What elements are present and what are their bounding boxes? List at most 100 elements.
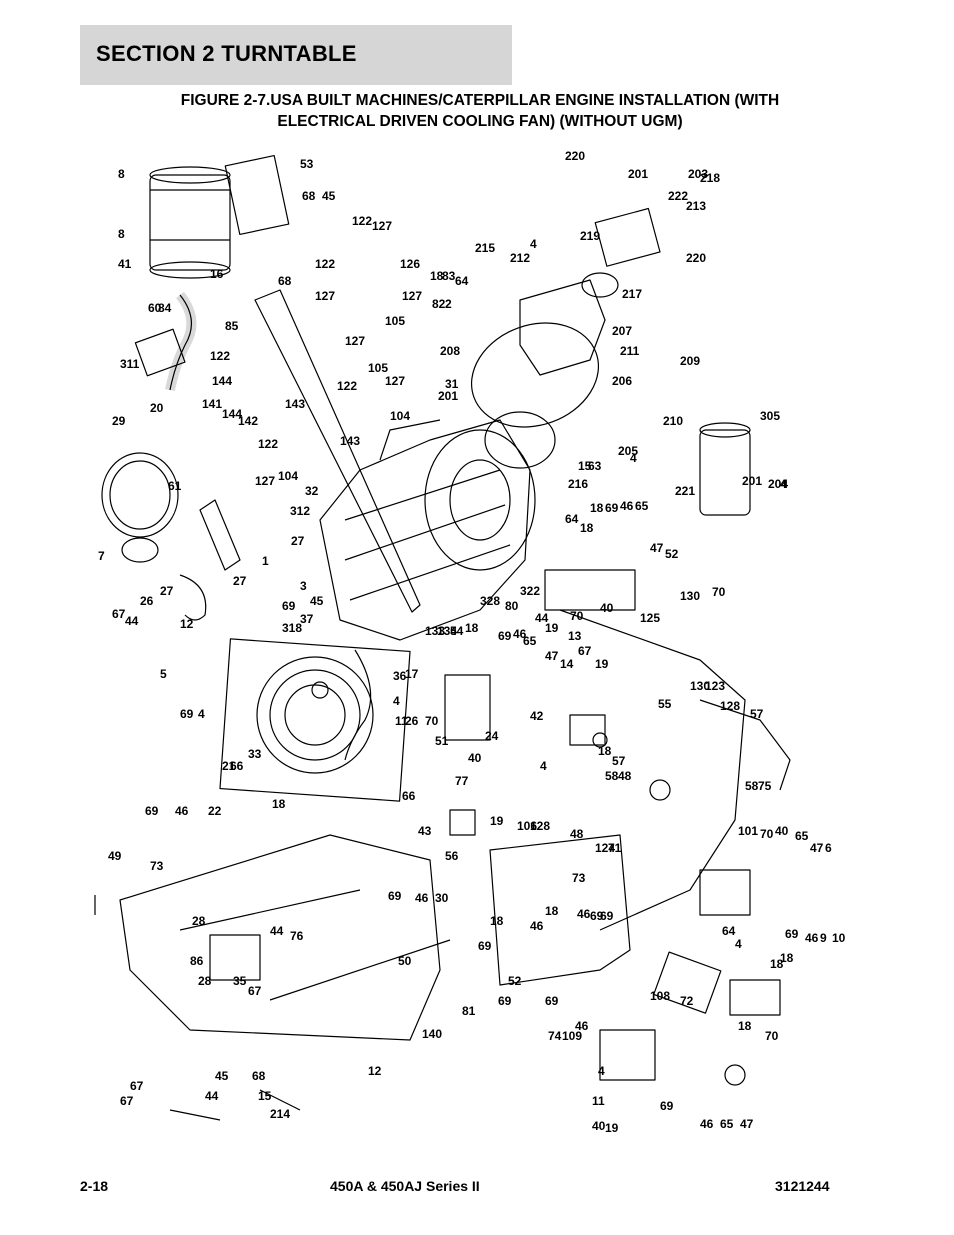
- callout: 69: [145, 804, 159, 818]
- callout: 122: [315, 257, 335, 271]
- callout: 64: [565, 512, 579, 526]
- callout: 144: [212, 374, 232, 388]
- callout: 53: [300, 157, 314, 171]
- figure-title-line-2: ELECTRICAL DRIVEN COOLING FAN) (WITHOUT …: [277, 113, 683, 130]
- callout: 19: [490, 814, 504, 828]
- callout: 106: [517, 819, 537, 833]
- callout: 19: [605, 1121, 619, 1135]
- callout: 217: [622, 287, 642, 301]
- callout: 209: [680, 354, 700, 368]
- callout: 40: [775, 824, 789, 838]
- callout: 104: [278, 469, 298, 483]
- callout: 210: [663, 414, 683, 428]
- callout: 143: [340, 434, 360, 448]
- callout: 46: [805, 931, 819, 945]
- callout: 10: [832, 931, 846, 945]
- callout: 9: [820, 931, 827, 945]
- callout: 220: [686, 251, 706, 265]
- callout: 11: [592, 1094, 605, 1108]
- callout: 46: [415, 891, 429, 905]
- callout: 144: [222, 407, 242, 421]
- callout: 101: [738, 824, 758, 838]
- callout: 201: [438, 389, 458, 403]
- figure-title-line-1: FIGURE 2-7.USA BUILT MACHINES/CATERPILLA…: [180, 92, 780, 109]
- callout: 104: [390, 409, 410, 423]
- callout: 328: [480, 594, 500, 608]
- callout: 109: [562, 1029, 582, 1043]
- footer-page-number: 2-18: [80, 1178, 109, 1194]
- callout: 57: [750, 707, 764, 721]
- callout: 4: [530, 237, 537, 251]
- footer-model: 450A & 450AJ Series II: [330, 1178, 480, 1194]
- callout: 141: [202, 397, 222, 411]
- callout: 128: [720, 699, 740, 713]
- callout: 40: [600, 601, 614, 615]
- callout: 15: [578, 459, 592, 473]
- callout: 108: [650, 989, 670, 1003]
- callout: 86: [190, 954, 204, 968]
- callout: 204: [768, 477, 788, 491]
- callout: 69: [388, 889, 402, 903]
- callout: 55: [658, 697, 672, 711]
- callout: 56: [445, 849, 459, 863]
- callout: 127: [255, 474, 275, 488]
- callout: 214: [270, 1107, 290, 1121]
- callout: 29: [112, 414, 126, 428]
- callout: 127: [402, 289, 422, 303]
- callout: 18: [465, 621, 479, 635]
- callout: 46: [513, 627, 527, 641]
- callout: 201: [742, 474, 762, 488]
- callout: 68: [278, 274, 292, 288]
- callout: 207: [612, 324, 632, 338]
- callout: 81: [462, 1004, 476, 1018]
- callout: 43: [418, 824, 432, 838]
- figure-title: FIGURE 2-7.USA BUILT MACHINES/CATERPILLA…: [80, 90, 880, 132]
- callout: 127: [372, 219, 392, 233]
- callout: 222: [668, 189, 688, 203]
- callout: 21: [222, 759, 236, 773]
- callout: 83: [442, 269, 456, 283]
- callout: 69: [605, 501, 619, 515]
- callout: 205: [618, 444, 638, 458]
- callout: 67: [248, 984, 262, 998]
- callout: 312: [290, 504, 310, 518]
- callout: 18: [430, 269, 444, 283]
- callout: 44: [535, 611, 549, 625]
- diagram-artwork: [94, 154, 791, 1121]
- callout: 65: [795, 829, 809, 843]
- callout: 16: [210, 267, 224, 281]
- callout: 35: [233, 974, 247, 988]
- callout: 69: [498, 629, 512, 643]
- callout: 18: [580, 521, 594, 535]
- callout: 30: [435, 891, 449, 905]
- callout: 70: [765, 1029, 779, 1043]
- callout: 105: [368, 361, 388, 375]
- callout: 219: [580, 229, 600, 243]
- callout: 46: [620, 499, 634, 513]
- callout: 70: [760, 827, 774, 841]
- callout: 127: [315, 289, 335, 303]
- callout: 221: [675, 484, 695, 498]
- callout: 66: [230, 759, 244, 773]
- callout: 15: [258, 1089, 272, 1103]
- callout: 82: [432, 297, 446, 311]
- callout: 4: [540, 759, 547, 773]
- callout: 44: [270, 924, 284, 938]
- callout: 128: [530, 819, 550, 833]
- callout: 18: [272, 797, 286, 811]
- callout: 11: [395, 714, 408, 728]
- callout: 4: [393, 694, 400, 708]
- callout: 18: [598, 744, 612, 758]
- callout: 216: [568, 477, 588, 491]
- callout: 18: [780, 951, 794, 965]
- callout: 123: [705, 679, 725, 693]
- callout: 60: [148, 301, 162, 315]
- callout: 4: [198, 707, 205, 721]
- callout: 46: [575, 1019, 589, 1033]
- callout: 45: [310, 594, 324, 608]
- callout: 1: [262, 554, 269, 568]
- callout: 206: [612, 374, 632, 388]
- footer-doc-number: 3121244: [775, 1178, 830, 1194]
- callout: 8: [118, 167, 125, 181]
- callout: 122: [258, 437, 278, 451]
